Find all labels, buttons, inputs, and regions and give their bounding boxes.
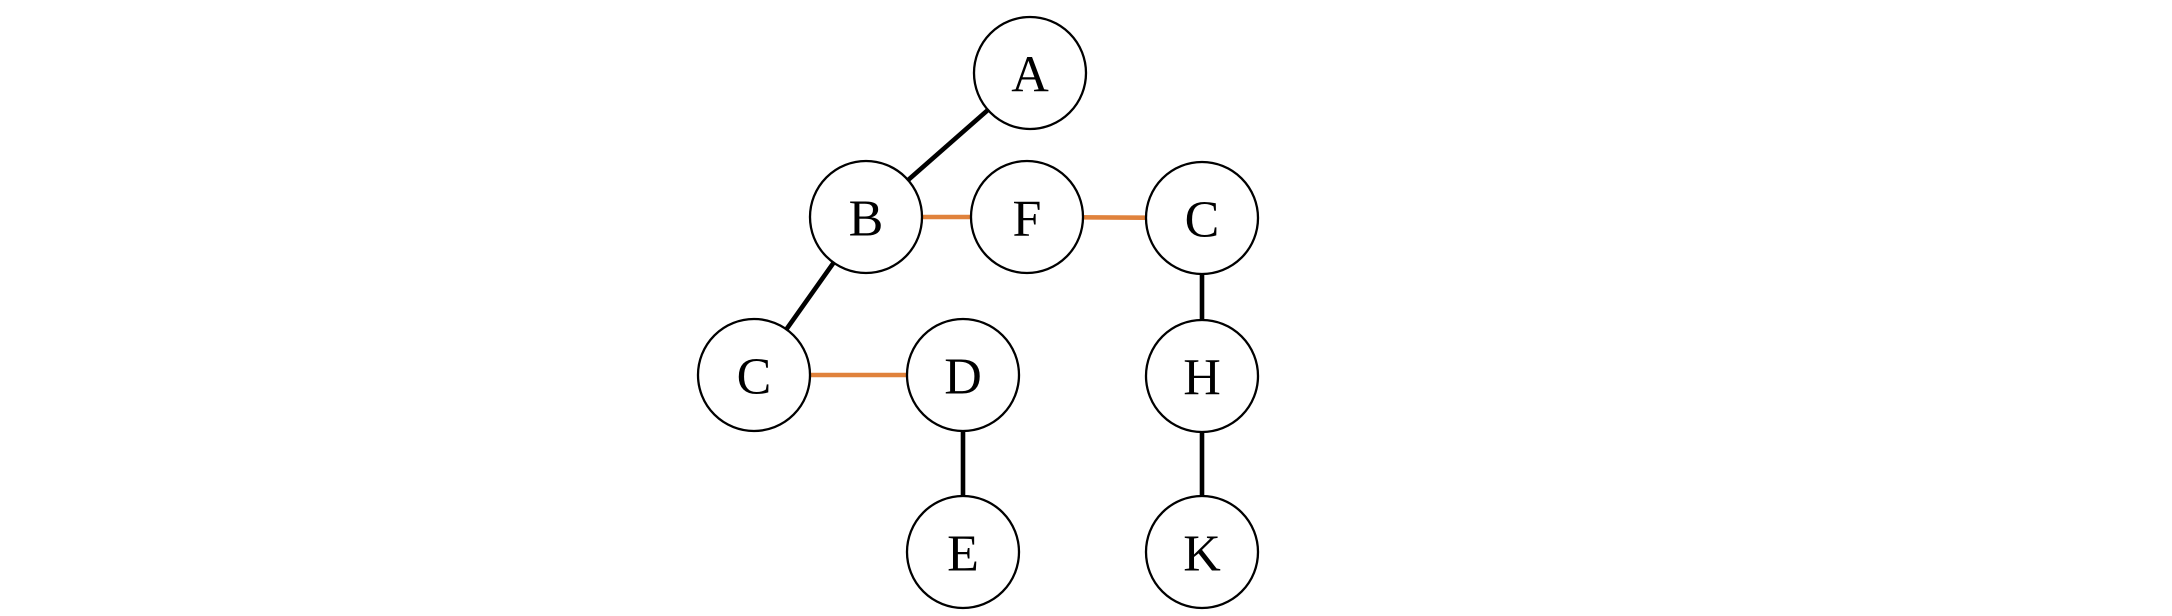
node-E-circle — [905, 494, 1021, 610]
node-A-label: A — [1011, 47, 1049, 104]
node-H-circle — [1144, 318, 1260, 434]
node-D-circle — [905, 317, 1021, 433]
node-A-circle — [972, 15, 1088, 131]
node-C-left-label: C — [737, 349, 772, 406]
node-B-label: B — [849, 191, 884, 248]
node-C-top: C — [1144, 160, 1260, 276]
node-E-label: E — [947, 526, 979, 583]
node-E: E — [905, 494, 1021, 610]
node-F-label: F — [1013, 191, 1042, 248]
node-B: B — [808, 159, 924, 275]
node-C-left: C — [696, 317, 812, 433]
node-D-label: D — [944, 349, 982, 406]
node-C-left-circle — [696, 317, 812, 433]
node-C-top-circle — [1144, 160, 1260, 276]
node-K-circle — [1144, 494, 1260, 610]
node-F: F — [969, 159, 1085, 275]
node-H-label: H — [1183, 350, 1221, 407]
node-F-circle — [969, 159, 1085, 275]
node-D: D — [905, 317, 1021, 433]
node-H: H — [1144, 318, 1260, 434]
node-B-circle — [808, 159, 924, 275]
node-K: K — [1144, 494, 1260, 610]
node-C-top-label: C — [1185, 192, 1220, 249]
node-K-label: K — [1183, 526, 1221, 583]
node-A: A — [972, 15, 1088, 131]
